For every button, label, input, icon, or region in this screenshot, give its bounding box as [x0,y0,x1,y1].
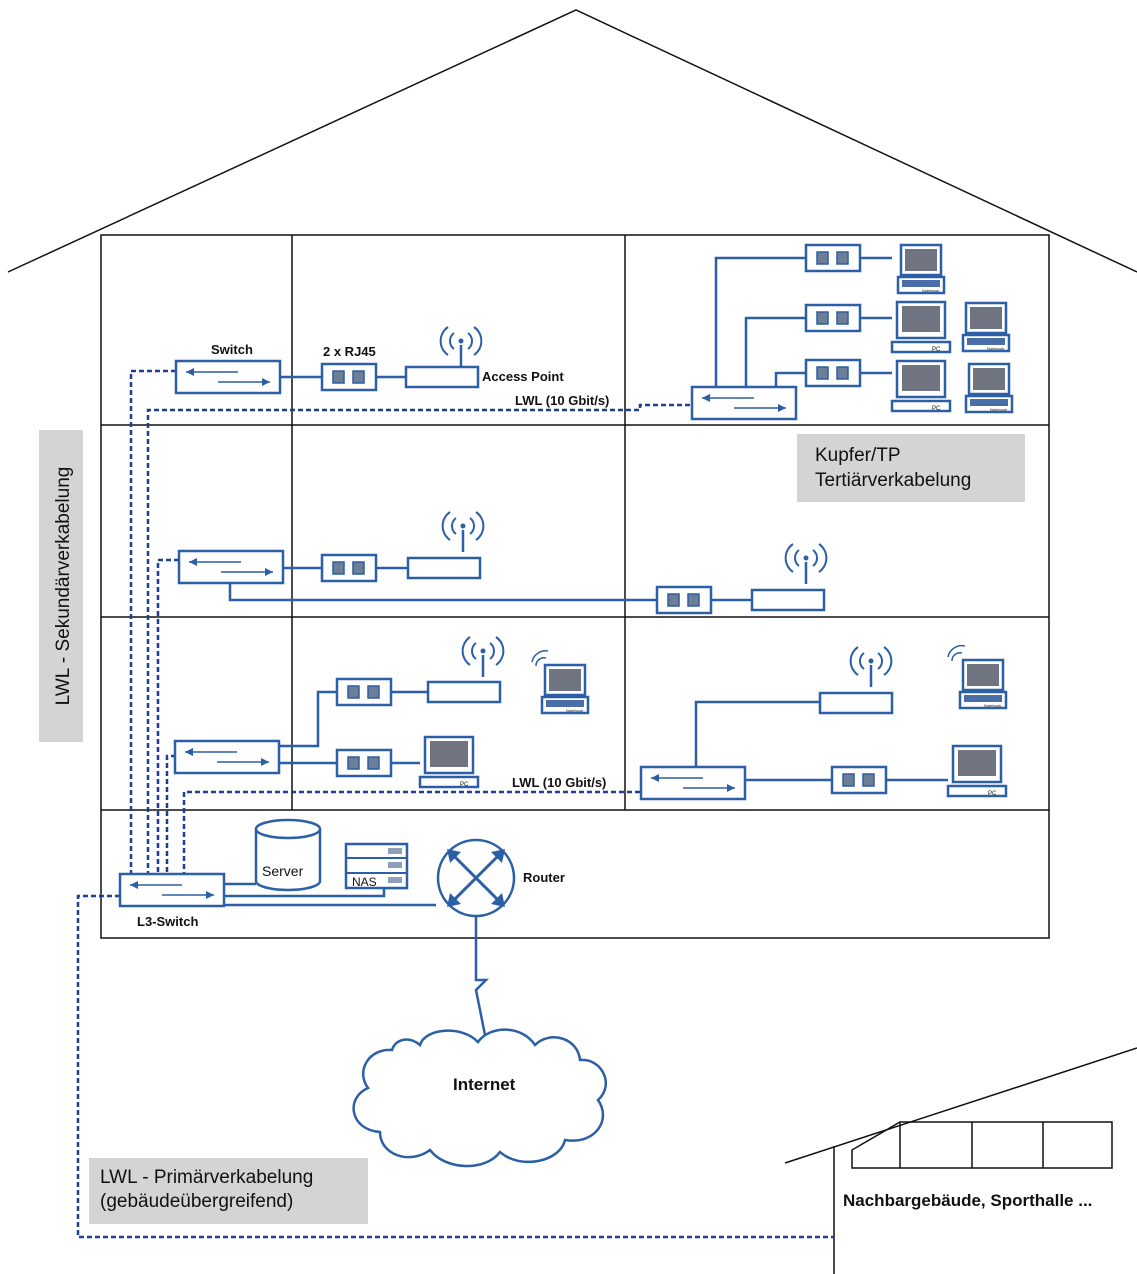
copper-lines [224,256,948,1060]
antenna-icon [461,635,505,679]
switch-first-floor-right [639,765,747,801]
antenna-icon [784,542,828,586]
primary-label-line1: LWL - Primärverkabelung [100,1167,313,1188]
notebook-icon [964,362,1014,414]
notebook-icon [896,243,946,295]
access-point-second [406,556,482,580]
pc-icon [890,300,952,355]
pc-icon [418,735,480,790]
nas-icon [344,842,409,890]
rj45-label: 2 x RJ45 [323,344,376,359]
antenna-icon [849,645,893,689]
rj45-socket-second [320,553,378,583]
switch-first-floor [173,739,281,775]
lwl-mid-label: LWL (10 Gbit/s) [512,775,606,790]
house-roof [7,9,1137,273]
pc-icon [890,359,952,414]
access-point-first [426,680,502,704]
tertiary-label-line1: Kupfer/TP [815,445,901,466]
tertiary-label-box [797,434,1025,502]
rj45-socket-first-right [830,765,888,795]
neighbor-label: Nachbargebäude, Sporthalle ... [843,1191,1092,1210]
router-icon [436,838,516,918]
primary-label-box [89,1158,368,1224]
rj45-socket-first-b [335,748,393,778]
primary-label-line2: (gebäudeübergreifend) [100,1191,293,1212]
fiber-lines [76,369,834,1239]
notebook-icon [961,301,1011,353]
lwl-top-label: LWL (10 Gbit/s) [515,393,609,408]
secondary-label-box [39,430,83,742]
antenna-icon [439,325,483,369]
antenna-icon [441,510,485,554]
internet-label: Internet [453,1075,516,1094]
pc-icon [946,744,1008,799]
tertiary-label-line2: Tertiärverkabelung [815,470,971,491]
l3-switch [118,872,226,908]
house-body [100,234,1050,939]
rj45-socket-1 [804,243,862,273]
switch-top-right [690,385,798,421]
switch-top-left [174,359,282,395]
internet-cloud [352,1028,608,1168]
access-point-second-right [750,588,826,612]
server-icon [254,818,322,892]
rj45-socket-top [320,362,378,392]
switch-label: Switch [211,342,253,357]
access-point-label: Access Point [482,369,564,384]
rj45-socket-3 [804,358,862,388]
l3-switch-label: L3-Switch [137,914,198,929]
wifi-icon [947,644,966,662]
access-point-top [404,365,480,389]
wifi-icon [531,650,549,667]
rj45-socket-first-a [335,677,393,707]
secondary-label: LWL - Sekundärverkabelung [53,467,74,706]
server-label: Server [262,863,304,879]
nas-label: NAS [352,875,377,889]
switch-second-floor [177,549,285,585]
rj45-socket-second-right [655,585,713,615]
access-point-first-right [818,691,894,715]
notebook-icon [540,663,590,715]
neighbor-building [784,1047,1137,1274]
rj45-socket-2 [804,303,862,333]
notebook-icon [958,658,1008,710]
router-label: Router [523,870,565,885]
